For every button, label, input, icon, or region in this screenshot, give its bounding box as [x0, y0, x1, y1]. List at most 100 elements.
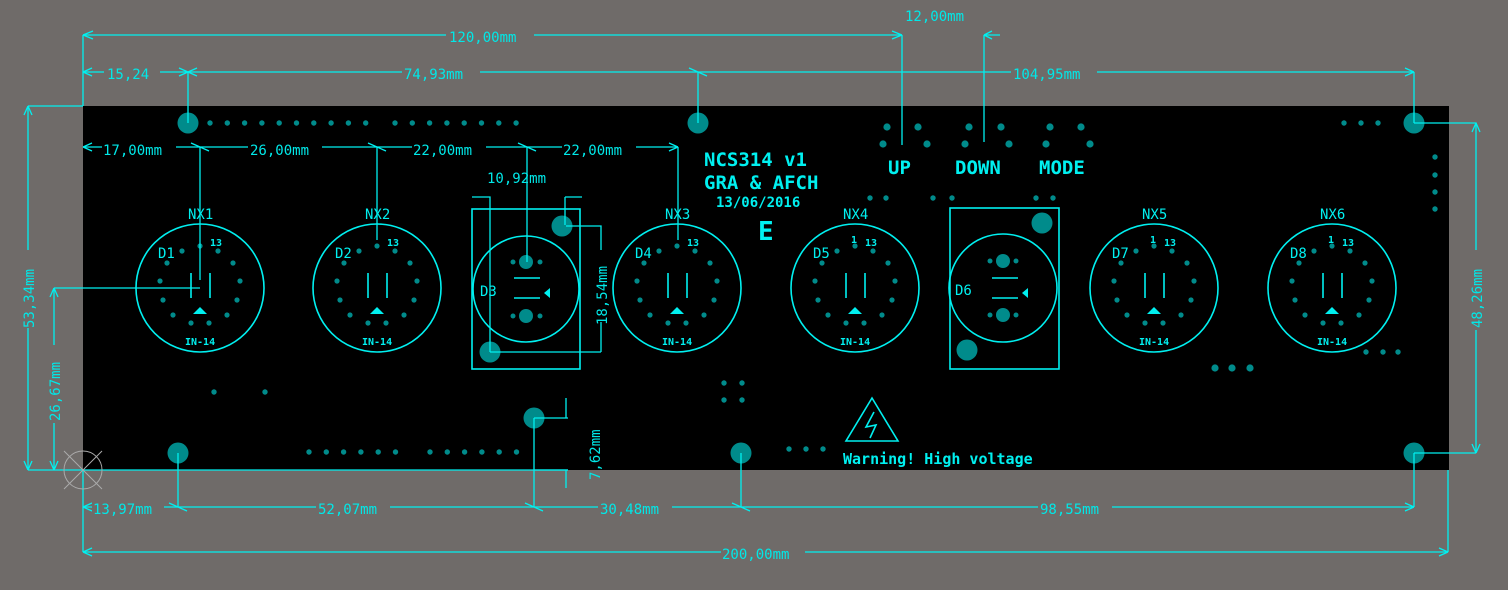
- via-pad: [259, 120, 265, 126]
- via-pad: [207, 120, 213, 126]
- via-pad: [323, 449, 329, 455]
- button-label-up: UP: [888, 157, 911, 179]
- via-pad: [478, 120, 485, 126]
- via-pad: [513, 449, 520, 455]
- via-pad: [739, 397, 745, 403]
- pin-pad: [1111, 278, 1117, 284]
- pin-pad: [870, 248, 876, 254]
- high-voltage-warning-icon: [844, 396, 900, 442]
- pin-pad: [861, 320, 867, 326]
- pin-pad: [711, 297, 717, 303]
- tube-type: IN-14: [1317, 337, 1347, 348]
- tube-type: IN-14: [362, 337, 392, 348]
- board-title: NCS314 v1: [704, 149, 807, 171]
- via-pad: [739, 380, 745, 386]
- via-pad: [224, 120, 230, 126]
- pin-pad: [707, 260, 713, 266]
- button-label-down: DOWN: [955, 157, 1001, 179]
- pin-pad: [237, 278, 243, 284]
- board-authors: GRA & AFCH: [704, 172, 818, 194]
- pin1-label: 1: [1150, 235, 1156, 246]
- pin1-label: 1: [1328, 235, 1334, 246]
- dim-bottom-small: 7,62mm: [588, 429, 604, 480]
- pin-pad: [665, 320, 671, 326]
- tube-type: IN-14: [662, 337, 692, 348]
- via-pad: [340, 449, 347, 455]
- logo-icon: E: [758, 217, 774, 247]
- pin-pad: [170, 312, 176, 318]
- via-pad: [867, 195, 873, 201]
- separator-label: D3: [480, 284, 497, 300]
- via-pad: [1050, 195, 1056, 201]
- pin-pad: [634, 278, 640, 284]
- pin-pad: [1329, 243, 1335, 249]
- dim-bottom-mid-2: 30,48mm: [600, 502, 659, 518]
- via-pad: [479, 449, 485, 455]
- dim-bottom-right: 98,55mm: [1040, 502, 1099, 518]
- via-pad: [1395, 349, 1401, 355]
- via-pad: [496, 449, 502, 455]
- via-pad: [293, 120, 300, 126]
- pin-pad: [383, 320, 389, 326]
- button-pad: [965, 123, 973, 131]
- via-pad: [409, 120, 415, 126]
- pin-pad: [224, 312, 230, 318]
- pin-pad: [843, 320, 849, 326]
- pin-pad: [892, 278, 898, 284]
- pin-pad: [215, 248, 221, 254]
- via-pad: [345, 120, 352, 126]
- button-pad: [914, 123, 922, 131]
- pin-pad: [1347, 248, 1353, 254]
- pin-pad: [852, 243, 858, 249]
- via-pad: [721, 380, 727, 386]
- pin-pad: [1356, 312, 1362, 318]
- via-pad: [1432, 154, 1438, 160]
- via-pad: [358, 449, 364, 455]
- via-pad: [363, 120, 369, 126]
- via-pad: [1246, 364, 1254, 372]
- pin-pad: [692, 248, 698, 254]
- via-pad: [513, 120, 519, 126]
- dim-separator-width: 10,92mm: [487, 171, 546, 187]
- via-pad: [241, 120, 248, 126]
- pin-pad: [1114, 297, 1120, 303]
- dim-bottom-total: 200,00mm: [722, 547, 789, 563]
- via-pad: [803, 446, 809, 452]
- pin-pad: [157, 278, 163, 284]
- pin-pad: [411, 297, 417, 303]
- pin-pad: [356, 248, 362, 254]
- pin-pad: [164, 260, 170, 266]
- pin-pad: [179, 248, 185, 254]
- dim-bottom-left: 13,97mm: [93, 502, 152, 518]
- via-pad: [930, 195, 936, 201]
- pin-pad: [374, 243, 380, 249]
- dim-tube-offset: 17,00mm: [103, 143, 162, 159]
- via-pad: [375, 449, 381, 455]
- pin-pad: [206, 320, 212, 326]
- tube-digit-label: D7: [1112, 246, 1129, 262]
- tube-ref: NX6: [1320, 207, 1345, 223]
- pin-pad: [885, 260, 891, 266]
- via-pad: [820, 446, 826, 452]
- tube-type: IN-14: [1139, 337, 1169, 348]
- pin-pad: [365, 320, 371, 326]
- dim-top-total: 120,00mm: [449, 30, 516, 46]
- pin-pad: [1188, 297, 1194, 303]
- via-pad: [461, 449, 468, 455]
- tube-digit-label: D2: [335, 246, 352, 262]
- pin-pad: [641, 260, 647, 266]
- via-pad: [392, 120, 398, 126]
- button-label-mode: MODE: [1039, 157, 1085, 179]
- via-pad: [444, 449, 450, 455]
- via-pad: [496, 120, 502, 126]
- pin-pad: [1289, 278, 1295, 284]
- tube-digit-label: D4: [635, 246, 652, 262]
- via-pad: [1432, 172, 1438, 178]
- separator-d3: D3: [471, 208, 581, 370]
- pcb-board: [83, 106, 1449, 470]
- via-pad: [721, 397, 727, 403]
- pin-pad: [414, 278, 420, 284]
- via-pad: [392, 449, 399, 455]
